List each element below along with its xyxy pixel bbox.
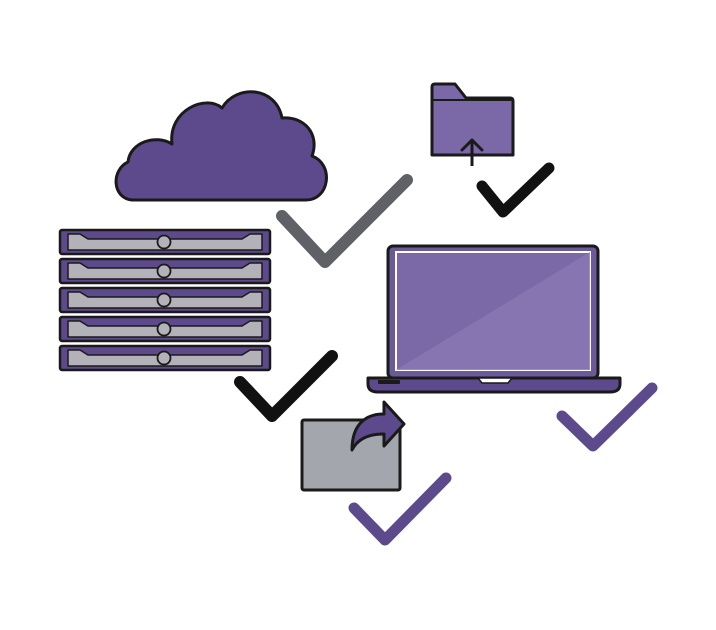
server-unit bbox=[58, 344, 272, 372]
checkmark-icon bbox=[348, 472, 452, 546]
checkmark-icon bbox=[234, 350, 338, 422]
laptop-base bbox=[366, 376, 622, 394]
checkmark-icon bbox=[476, 162, 555, 218]
upload-arrow-icon bbox=[460, 138, 484, 166]
folder-upload-icon bbox=[430, 82, 515, 166]
server-unit bbox=[58, 286, 272, 314]
server-unit bbox=[58, 315, 272, 343]
server-rack-icon bbox=[58, 228, 272, 372]
cloud-icon bbox=[114, 90, 328, 202]
server-unit bbox=[58, 257, 272, 285]
laptop-icon bbox=[366, 244, 622, 394]
folder-share-icon bbox=[300, 400, 406, 492]
checkmark-icon bbox=[276, 174, 413, 268]
share-arrow-icon bbox=[350, 400, 406, 452]
server-unit bbox=[58, 228, 272, 256]
checkmark-icon bbox=[556, 382, 658, 452]
